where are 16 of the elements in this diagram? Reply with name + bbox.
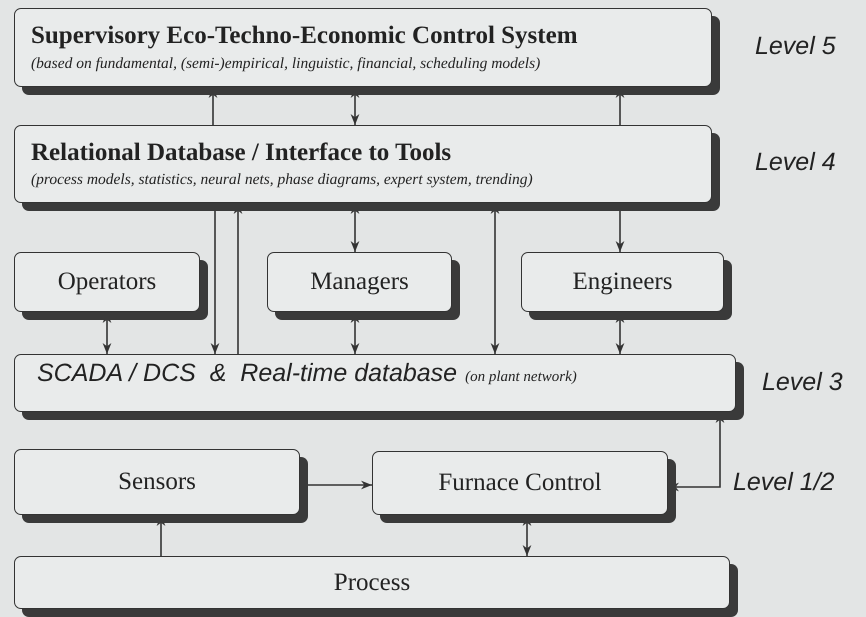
box-title: Operators	[56, 268, 158, 296]
level-label: Level 1/2	[733, 468, 834, 497]
box-title: Relational Database / Interface to Tools	[31, 138, 452, 168]
box-title: Engineers	[572, 268, 674, 296]
box-subtitle: (process models, statistics, neural nets, phase diagrams, expert system, trending)	[31, 171, 533, 190]
box-title: Sensors	[117, 468, 197, 496]
box-title: Furnace Control	[437, 469, 603, 497]
box-title: SCADA / DCS & Real-time database	[37, 359, 458, 388]
level-label: Level 5	[755, 32, 836, 61]
box-title: Process	[332, 568, 412, 596]
box-title: Managers	[309, 268, 410, 296]
box-subtitle: (on plant network)	[465, 369, 577, 386]
box-title: Supervisory Eco-Techno-Economic Control System	[31, 22, 578, 51]
level-label: Level 3	[762, 368, 843, 397]
level-label: Level 4	[755, 148, 836, 177]
box-subtitle: (based on fundamental, (semi-)empirical, linguistic, financial, scheduling models)	[31, 54, 540, 73]
